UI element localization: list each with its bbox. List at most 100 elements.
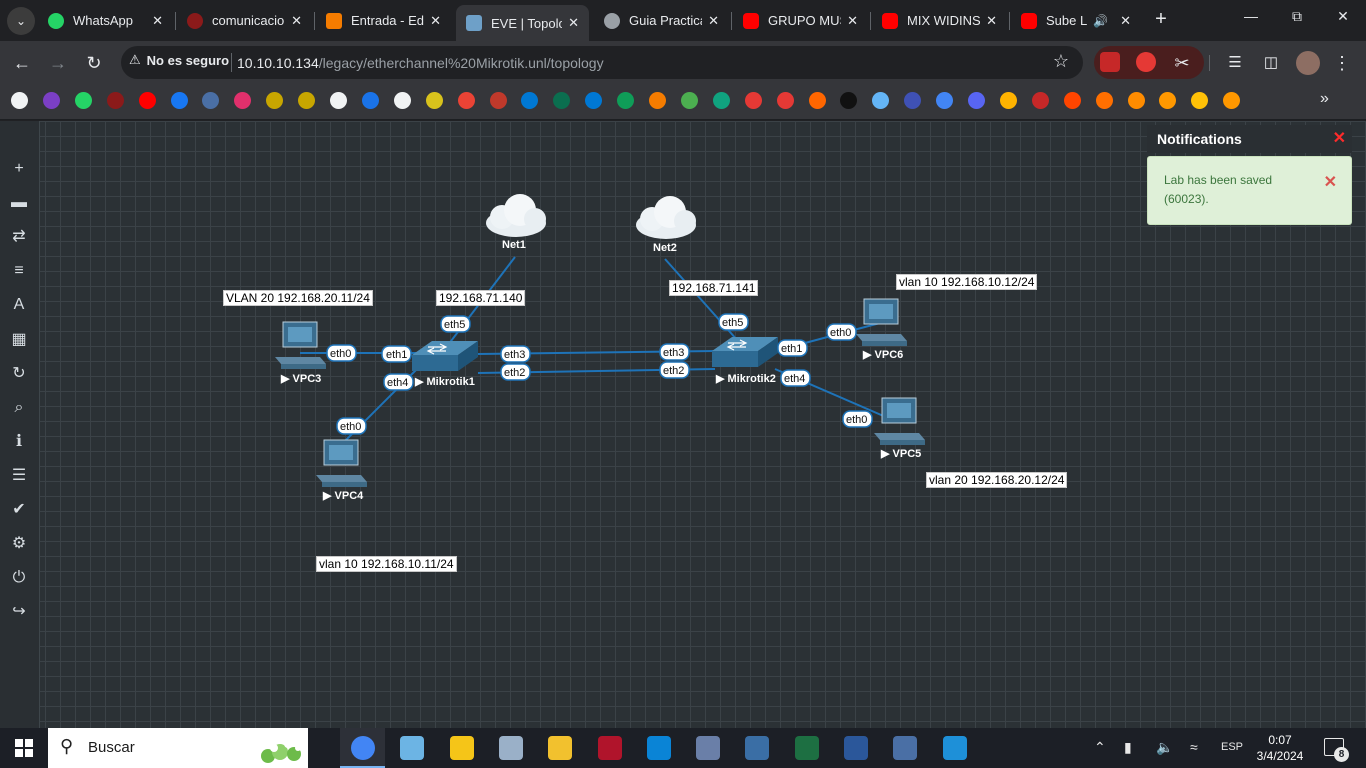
side-panel-icon[interactable]: ◫ (1263, 54, 1279, 71)
taskbar-app-icon[interactable] (646, 736, 671, 760)
bookmark-icon[interactable] (1191, 92, 1209, 109)
pc-vpc4[interactable]: ▶ VPC4 (316, 439, 367, 502)
start-button[interactable] (15, 739, 33, 757)
battery-icon[interactable]: ▮ (1124, 739, 1132, 755)
taskbar-app-icon[interactable] (449, 736, 474, 760)
tab-comunicacion[interactable]: comunicacio ✕ (177, 6, 312, 35)
zoom-icon[interactable]: ⌕ (14, 398, 24, 416)
dismiss-icon[interactable]: ✕ (1323, 174, 1337, 191)
bookmark-icon[interactable] (138, 92, 156, 109)
close-icon[interactable]: ✕ (1120, 12, 1131, 28)
close-icon[interactable]: ✕ (847, 12, 858, 28)
bookmark-star-icon[interactable]: ☆ (1052, 51, 1069, 71)
tab-grupo-mus[interactable]: GRUPO MUS ✕ (733, 6, 868, 35)
minimize-button[interactable]: — (1244, 8, 1258, 24)
bookmark-icon[interactable] (1127, 92, 1145, 109)
close-icon[interactable]: ✕ (1332, 130, 1346, 147)
volume-icon[interactable]: 🔈 (1156, 739, 1174, 755)
settings-icon[interactable]: ⚙ (11, 535, 27, 553)
bookmark-icon[interactable] (840, 92, 858, 109)
text-net1-ip[interactable]: 192.168.71.140 (436, 290, 526, 306)
bookmark-icon[interactable] (330, 92, 347, 109)
close-icon[interactable]: ✕ (291, 12, 302, 28)
tab-mix-widins[interactable]: MIX WIDINS ✕ (872, 6, 1007, 35)
taskbar-app-icon[interactable] (548, 736, 573, 760)
bookmark-icon[interactable] (1095, 92, 1113, 109)
taskbar-app-icon[interactable] (400, 736, 425, 760)
text-net2-ip[interactable]: 192.168.71.141 (669, 280, 759, 296)
eve-topology-canvas[interactable]: +▬⇄≡A▦↻⌕ℹ☰✔⚙⏻↪ Net1 Net2 (0, 121, 1366, 728)
media-icon[interactable]: ☰ (1228, 54, 1242, 71)
close-window-button[interactable]: ✕ (1337, 8, 1349, 24)
close-icon[interactable]: ✕ (430, 12, 441, 28)
taskbar-app-icon[interactable] (696, 736, 721, 760)
clock[interactable]: 0:07 3/4/2024 (1254, 732, 1306, 764)
info-icon[interactable]: ℹ (15, 432, 23, 450)
bookmark-icon[interactable] (712, 92, 730, 109)
new-tab-button[interactable]: + (1155, 8, 1167, 30)
text-icon[interactable]: A (13, 296, 25, 314)
close-icon[interactable]: ✕ (152, 12, 163, 28)
refresh-icon[interactable]: ↻ (12, 364, 26, 382)
taskbar-app-icon[interactable] (597, 736, 622, 760)
bookmark-icon[interactable] (808, 92, 826, 109)
pc-vpc5[interactable]: ▶ VPC5 (874, 397, 925, 460)
bookmark-icon[interactable] (106, 92, 124, 109)
tab-eve-topology[interactable]: EVE | Topolo ✕ (456, 5, 589, 41)
adblock-icon[interactable] (1136, 52, 1156, 72)
taskbar-search[interactable]: ⚲ Buscar (48, 728, 308, 768)
status-icon[interactable]: ✔ (12, 501, 26, 518)
add-icon[interactable]: + (14, 160, 24, 177)
speaker-icon[interactable]: 🔊 (1093, 13, 1109, 28)
text-vpc4-vlan[interactable]: vlan 10 192.168.10.11/24 (316, 556, 457, 572)
close-icon[interactable]: ✕ (708, 12, 719, 28)
switch-mikrotik1[interactable]: ▶ Mikrotik1 (412, 341, 478, 388)
tab-whatsapp[interactable]: WhatsApp ✕ (38, 6, 173, 35)
wifi-icon[interactable]: ≈ (1190, 739, 1198, 755)
bookmark-icon[interactable] (42, 92, 60, 109)
bookmark-icon[interactable] (170, 92, 188, 109)
power-icon[interactable]: ⏻ (12, 569, 26, 587)
bookmark-icon[interactable] (680, 92, 698, 109)
pc-vpc6[interactable]: ▶ VPC6 (856, 298, 907, 361)
bookmark-icon[interactable] (361, 92, 379, 109)
security-indicator[interactable]: ⚠ No es seguro (129, 52, 229, 68)
bookmark-icon[interactable] (872, 92, 890, 109)
taskbar-app-icon[interactable] (844, 736, 868, 760)
avatar[interactable] (1296, 51, 1320, 75)
bookmark-icon[interactable] (936, 92, 954, 109)
taskbar-app-icon[interactable] (745, 736, 770, 760)
taskbar-app-icon[interactable] (794, 736, 819, 760)
bookmark-icon[interactable] (553, 92, 571, 109)
bookmark-icon[interactable] (266, 92, 284, 109)
bookmark-icon[interactable] (393, 92, 411, 109)
bookmark-icon[interactable] (1063, 92, 1081, 109)
bookmark-icon[interactable] (425, 92, 443, 109)
bookmark-icon[interactable] (489, 92, 507, 109)
bookmark-icon[interactable] (968, 92, 985, 109)
bookmark-icon[interactable] (74, 92, 92, 109)
grid-icon[interactable]: ▦ (11, 330, 27, 348)
bookmark-icon[interactable] (202, 92, 220, 109)
taskbar-app-icon[interactable] (942, 736, 967, 760)
language-indicator[interactable]: ESP (1221, 741, 1244, 753)
tray-expand-icon[interactable]: ⌃ (1094, 739, 1106, 755)
text-vpc3-vlan[interactable]: VLAN 20 192.168.20.11/24 (223, 290, 373, 306)
node-icon[interactable]: ▬ (11, 194, 27, 212)
list-icon[interactable]: ≡ (14, 262, 24, 280)
puzzle-icon[interactable]: ✂ (1174, 53, 1190, 73)
network-icon[interactable]: ⇄ (12, 228, 26, 246)
taskbar-app-icon[interactable] (893, 736, 918, 760)
bookmark-icon[interactable] (234, 92, 252, 109)
more-bookmarks-icon[interactable]: » (1320, 90, 1329, 107)
tab-blogger[interactable]: Entrada - Ed ✕ (316, 6, 451, 35)
forward-button[interactable]: → (49, 53, 67, 73)
url-text[interactable]: 10.10.10.134/legacy/etherchannel%20Mikro… (237, 55, 604, 71)
bookmark-icon[interactable] (617, 92, 635, 109)
bookmark-icon[interactable] (744, 92, 762, 109)
bookmark-icon[interactable] (649, 92, 666, 109)
tab-search-button[interactable]: ⌄ (7, 7, 35, 35)
switch-mikrotik2[interactable]: ▶ Mikrotik2 (712, 337, 778, 385)
bookmark-icon[interactable] (999, 92, 1017, 109)
menu-icon[interactable]: ⋮ (1333, 53, 1351, 73)
